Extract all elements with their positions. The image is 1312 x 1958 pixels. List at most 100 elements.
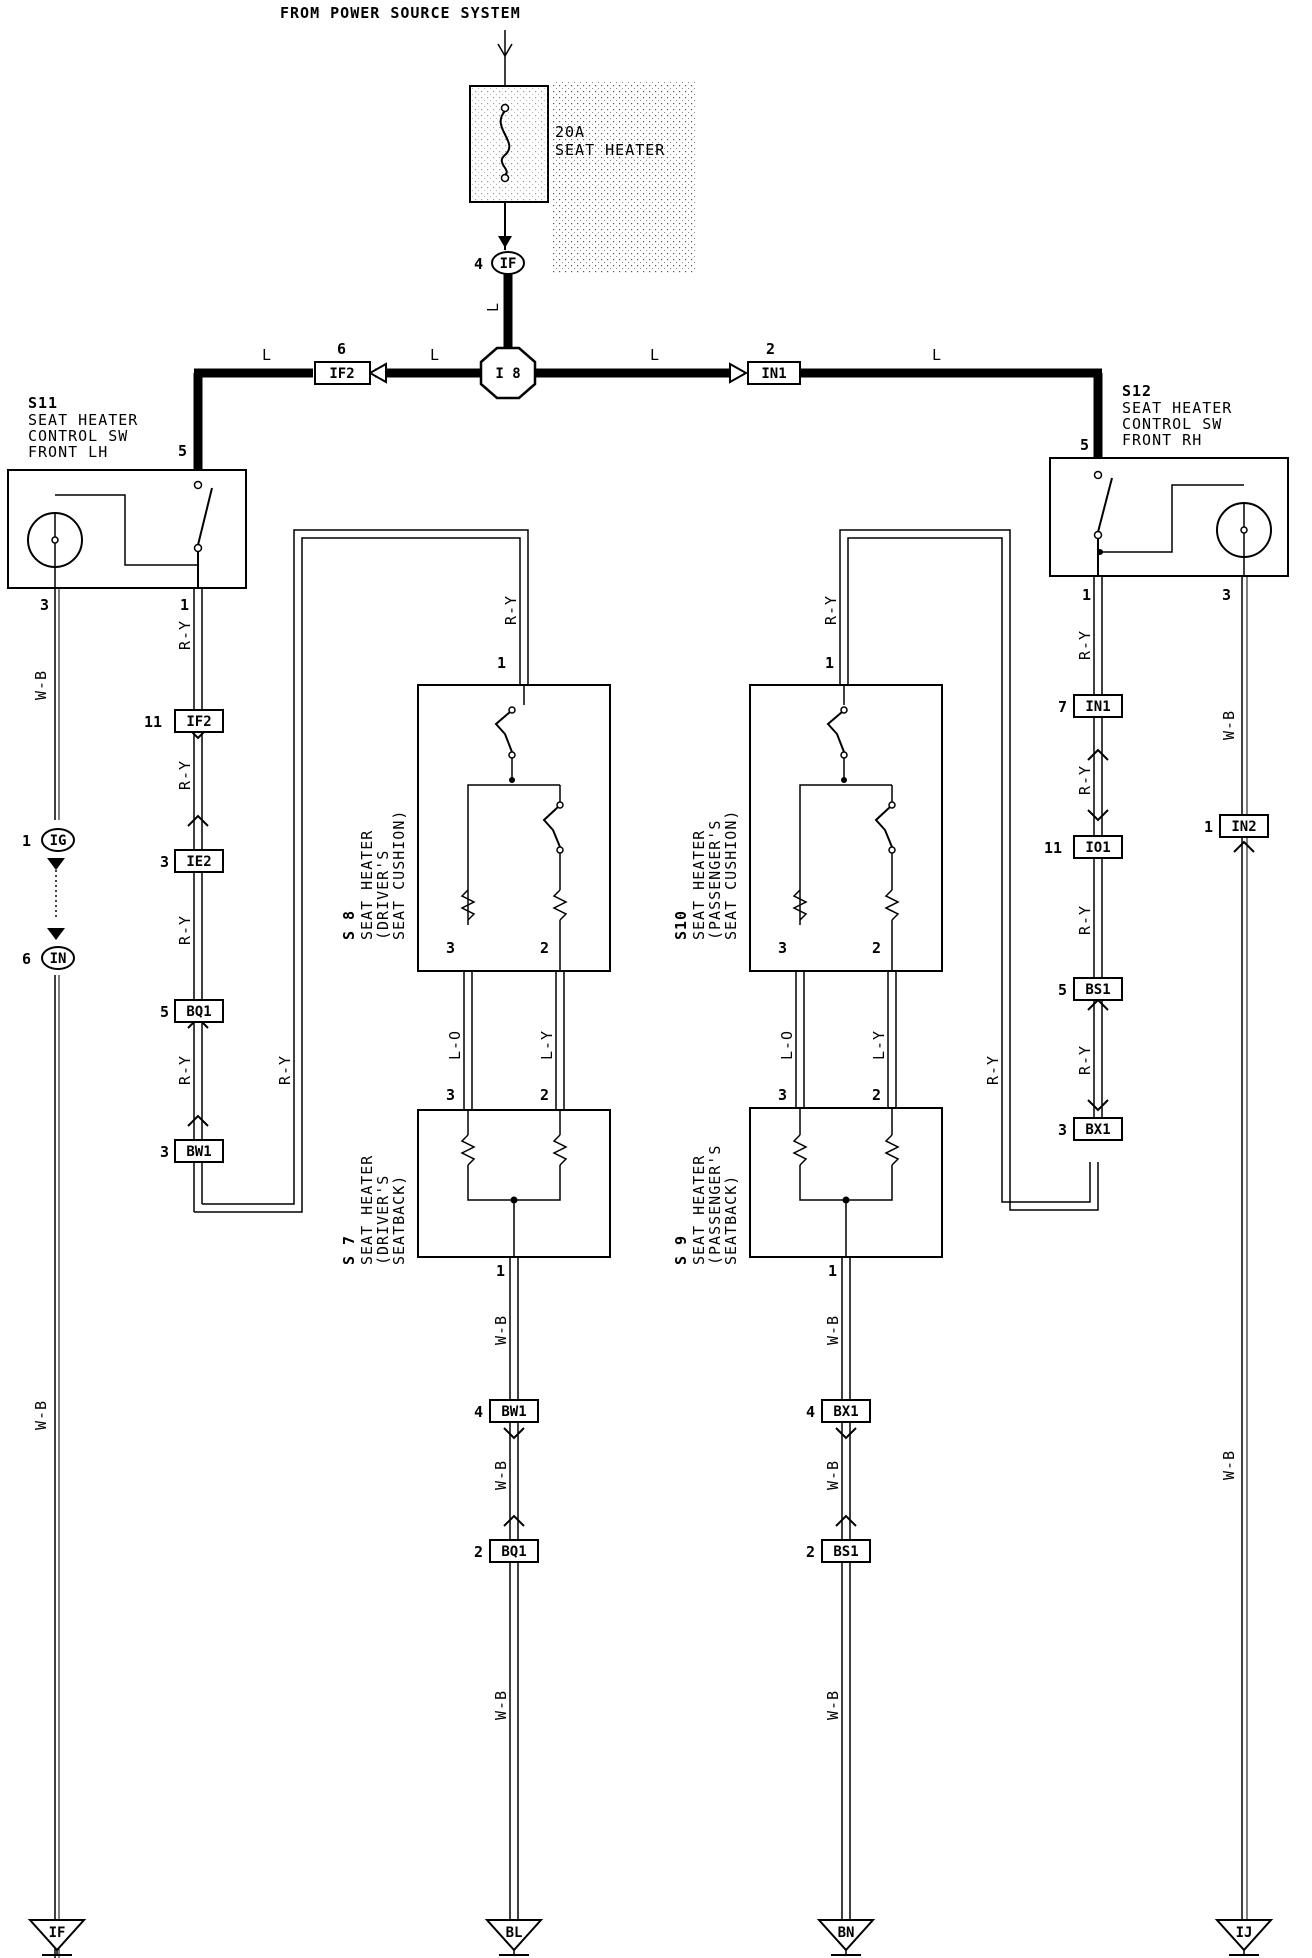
pin-label: 2 [474,1543,483,1561]
wire-color-label: L-Y [538,1030,556,1060]
connector-in1-top [747,361,801,385]
wire-color-label: R-Y [822,595,840,625]
wire-wb-driver-ground [503,1257,525,1920]
connector-bw1-label: BW1 [186,1144,211,1160]
pin-label: 1 [825,654,834,672]
pin-label: 2 [540,1086,549,1104]
ground-bl [484,1919,544,1956]
fuse-rating: 20A [555,123,585,141]
wire-ry-right-chain [1087,576,1109,1118]
s10-seat-cushion-heater-box [749,684,943,972]
connector-ie2 [174,849,224,873]
connector-bq1 [174,999,224,1023]
pin-label: 6 [337,340,346,358]
s12-control-switch-box [1049,457,1289,577]
pin-label: 5 [1080,436,1089,454]
wire-ry-left-chain [187,529,529,1213]
connector-bq1-label: BQ1 [186,1004,211,1020]
wire-color-label: W-B [1220,710,1238,740]
pin-label: 2 [872,1086,881,1104]
connector-bx1-label: BX1 [1085,1122,1110,1138]
connector-bw1-b [489,1399,539,1423]
pin-label: 4 [474,255,483,273]
pin-label: 2 [872,939,881,957]
connector-bs1-b [821,1539,871,1563]
power-source-label: FROM POWER SOURCE SYSTEM [280,4,521,22]
s7-line2: (DRIVER'S [374,1175,392,1265]
connector-io1-label: IO1 [1085,840,1110,856]
wire-l-right [535,362,1103,470]
pin-label: 1 [828,1262,837,1280]
ground-bl-label: BL [506,1925,523,1941]
connector-bq1-b [489,1539,539,1563]
wire-color-label: R-Y [176,1055,194,1085]
junction-ig-label: IG [50,833,67,849]
s7-line1: SEAT HEATER [358,1155,376,1265]
junction-in-label: IN [50,951,67,967]
pin-label: 2 [806,1543,815,1561]
s12-line3: FRONT RH [1122,431,1202,449]
ground-if-label: IF [49,1925,66,1941]
s10-line1: SEAT HEATER [690,830,708,940]
connector-if2 [174,709,224,733]
wire-color-label: L-O [446,1030,464,1060]
wire-color-label: W-B [32,1400,50,1430]
pin-label: 11 [144,713,162,731]
pin-label: 2 [540,939,549,957]
connector-in1 [1073,694,1123,718]
s7-seatback-heater-box [417,1109,611,1258]
s11-id: S11 [28,394,58,412]
s10-line2: (PASSENGER'S [706,820,724,940]
connector-bx1-b-label: BX1 [833,1404,858,1420]
ground-bn-label: BN [838,1925,855,1941]
junction-ig [41,828,75,852]
s11-line3: FRONT LH [28,443,108,461]
pin-label: 3 [160,853,169,871]
ground-bn [816,1919,876,1956]
s9-id: S 9 [672,1235,690,1265]
pin-label: 5 [178,442,187,460]
junction-i8-label: I 8 [495,366,520,382]
s9-line2: (PASSENGER'S [706,1145,724,1265]
wire-color-label: R-Y [1076,630,1094,660]
pin-label: 3 [778,939,787,957]
connector-bq1-b-label: BQ1 [501,1544,526,1560]
pin-label: 3 [446,939,455,957]
connector-bw1 [174,1139,224,1163]
wire-color-label: R-Y [276,1055,294,1085]
s8-seat-cushion-heater-box [417,684,611,972]
s12-line1: SEAT HEATER [1122,399,1232,417]
wire-color-label: R-Y [176,915,194,945]
wire-color-label: L [932,346,942,364]
ground-ij [1214,1919,1274,1956]
wire-wb-right-ground [1233,576,1255,1920]
fuse-name: SEAT HEATER [555,141,665,159]
connector-if2-label: IF2 [186,714,211,730]
wire-color-label: L [650,346,660,364]
pin-label: 11 [1044,839,1062,857]
connector-ie2-label: IE2 [186,854,211,870]
wire-color-label: W-B [1220,1450,1238,1480]
wire-color-label: L [484,302,502,312]
connector-if2-top [314,361,371,385]
pin-label: 1 [497,654,506,672]
pin-label: 3 [446,1086,455,1104]
wire-l-left [193,362,481,470]
pin-label: 6 [22,950,31,968]
connector-in2 [1219,814,1269,838]
s9-seatback-heater-box [749,1107,943,1258]
pin-label: 4 [806,1403,815,1421]
connector-in2-label: IN2 [1231,819,1256,835]
s10-id: S10 [672,910,690,940]
s9-line3: SEATBACK) [722,1175,740,1265]
wire-color-label: R-Y [1076,1045,1094,1075]
s11-line2: CONTROL SW [28,427,128,445]
wire-color-label: R-Y [502,595,520,625]
ground-if [27,1919,87,1956]
fuse-shaded-area [552,82,697,274]
ground-ij-label: IJ [1236,1925,1253,1941]
wire-wb-left-ground [47,588,65,1958]
connector-bs1 [1073,977,1123,1001]
wire-wb-passenger-ground [835,1257,857,1920]
s8-line2: (DRIVER'S [374,850,392,940]
